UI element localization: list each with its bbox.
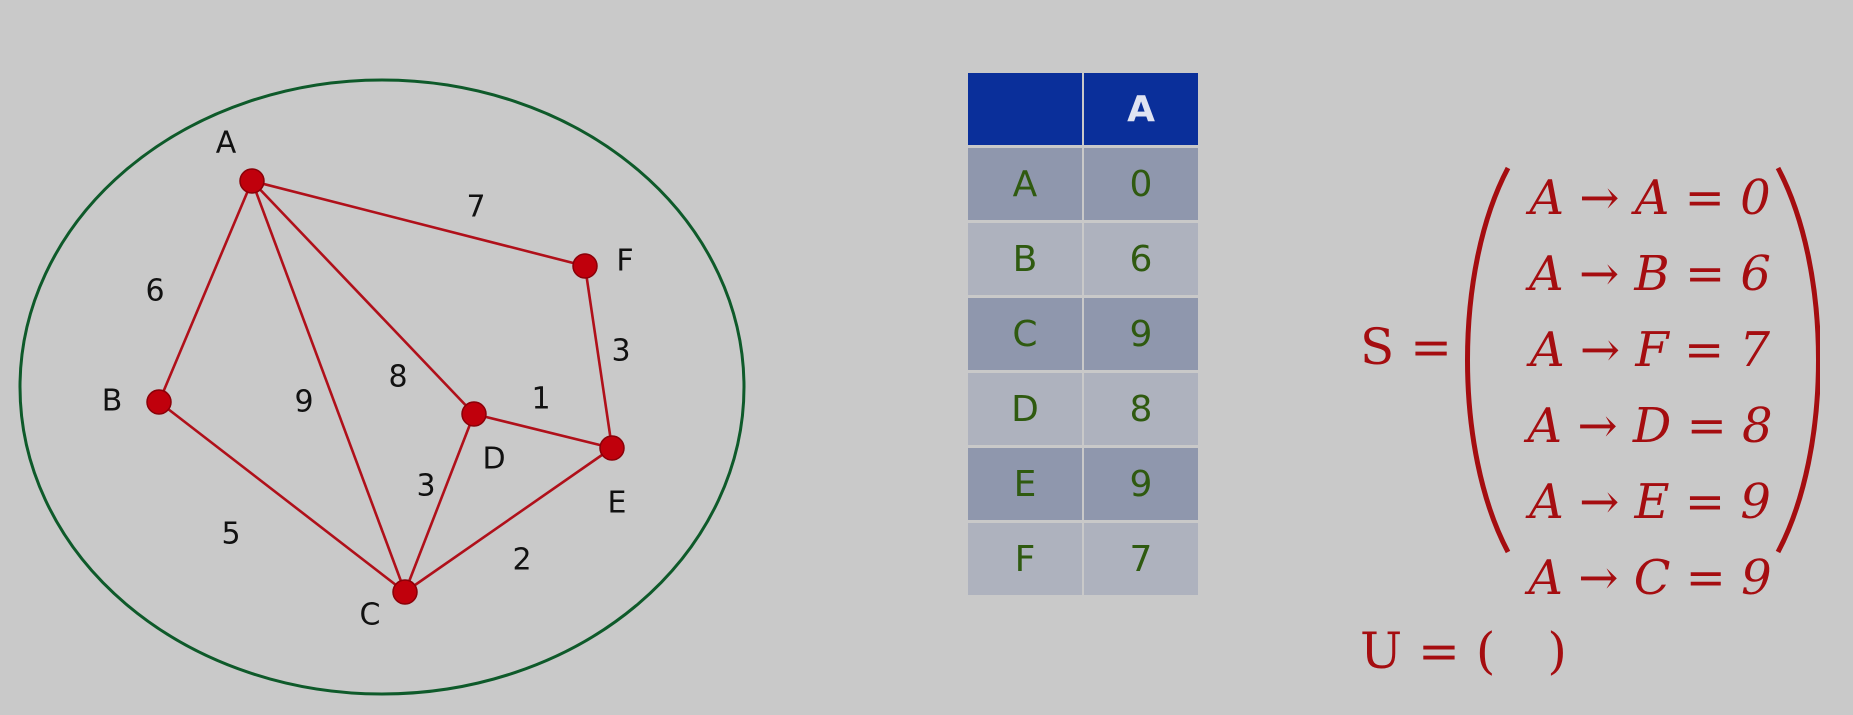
node-b <box>146 389 172 415</box>
edge-weight-label: 7 <box>466 190 485 225</box>
table-cell-distance: 6 <box>1084 223 1198 295</box>
edge-d-e <box>473 412 613 450</box>
u-set-open-paren: ( <box>1475 622 1496 680</box>
node-f <box>572 253 598 279</box>
s-set-item: A → F = 7 <box>1530 322 1770 378</box>
node-d <box>461 401 487 427</box>
node-label-b: B <box>102 384 123 419</box>
table-cell-node: B <box>968 223 1082 295</box>
edge-weight-label: 5 <box>221 517 240 552</box>
edge-weight-label: 3 <box>611 334 630 369</box>
edge-d-c <box>403 413 476 593</box>
s-set-item: A → D = 8 <box>1527 398 1773 454</box>
edge-a-d <box>251 180 475 415</box>
table-cell-distance: 9 <box>1084 298 1198 370</box>
table-cell-node: F <box>968 523 1082 595</box>
node-c <box>392 579 418 605</box>
u-set-close-paren: ) <box>1547 622 1567 680</box>
edge-f-e <box>583 265 614 449</box>
right-paren <box>1775 166 1820 554</box>
node-label-f: F <box>616 244 633 279</box>
edge-a-f <box>251 179 586 268</box>
graph-diagram: 7 6 9 8 3 1 3 5 2 A B C D E F <box>18 78 746 696</box>
edge-a-c <box>250 180 407 593</box>
s-set-item: A → A = 0 <box>1529 170 1771 226</box>
edge-weight-label: 6 <box>145 274 164 309</box>
edge-weight-label: 2 <box>512 543 531 578</box>
table-cell-distance: 8 <box>1084 373 1198 445</box>
node-label-a: A <box>216 126 237 161</box>
edge-c-e <box>404 446 613 594</box>
node-label-e: E <box>608 486 627 521</box>
edge-weight-label: 1 <box>531 382 550 417</box>
edge-b-c <box>158 400 406 594</box>
table-row: E 9 <box>968 448 1198 520</box>
table-cell-node: C <box>968 298 1082 370</box>
edge-weight-label: 3 <box>416 469 435 504</box>
table-row: C 9 <box>968 298 1198 370</box>
edge-weight-label: 9 <box>294 385 313 420</box>
table-row: F 7 <box>968 523 1198 595</box>
u-set-expression: U = () <box>1360 622 1567 680</box>
table-row: B 6 <box>968 223 1198 295</box>
distance-table: A A 0 B 6 C 9 D 8 E 9 F 7 <box>966 70 1200 598</box>
table-row: A 0 <box>968 148 1198 220</box>
boundary-ellipse <box>18 78 746 696</box>
u-set-label: U = <box>1360 622 1460 680</box>
table-row: D 8 <box>968 373 1198 445</box>
node-label-c: C <box>360 598 381 633</box>
table-header-source: A <box>1084 73 1198 145</box>
node-a <box>239 168 265 194</box>
edge-weight-label: 8 <box>388 360 407 395</box>
s-set-item: A → C = 9 <box>1528 550 1772 606</box>
s-set-list: A → A = 0 A → B = 6 A → F = 7 A → D = 8 … <box>1500 160 1800 616</box>
edge-a-b <box>157 180 254 403</box>
table-cell-distance: 7 <box>1084 523 1198 595</box>
s-set-item: A → B = 6 <box>1529 246 1771 302</box>
s-set-item: A → E = 9 <box>1529 474 1771 530</box>
node-label-d: D <box>482 442 505 477</box>
table-cell-node: E <box>968 448 1082 520</box>
table-cell-node: A <box>968 148 1082 220</box>
left-paren <box>1465 166 1511 554</box>
table-header-corner <box>968 73 1082 145</box>
node-e <box>599 435 625 461</box>
table-cell-node: D <box>968 373 1082 445</box>
table-header-row: A <box>968 73 1198 145</box>
table-cell-distance: 0 <box>1084 148 1198 220</box>
table-cell-distance: 9 <box>1084 448 1198 520</box>
s-set-label: S = <box>1360 318 1453 376</box>
s-set-brackets <box>1465 166 1820 554</box>
